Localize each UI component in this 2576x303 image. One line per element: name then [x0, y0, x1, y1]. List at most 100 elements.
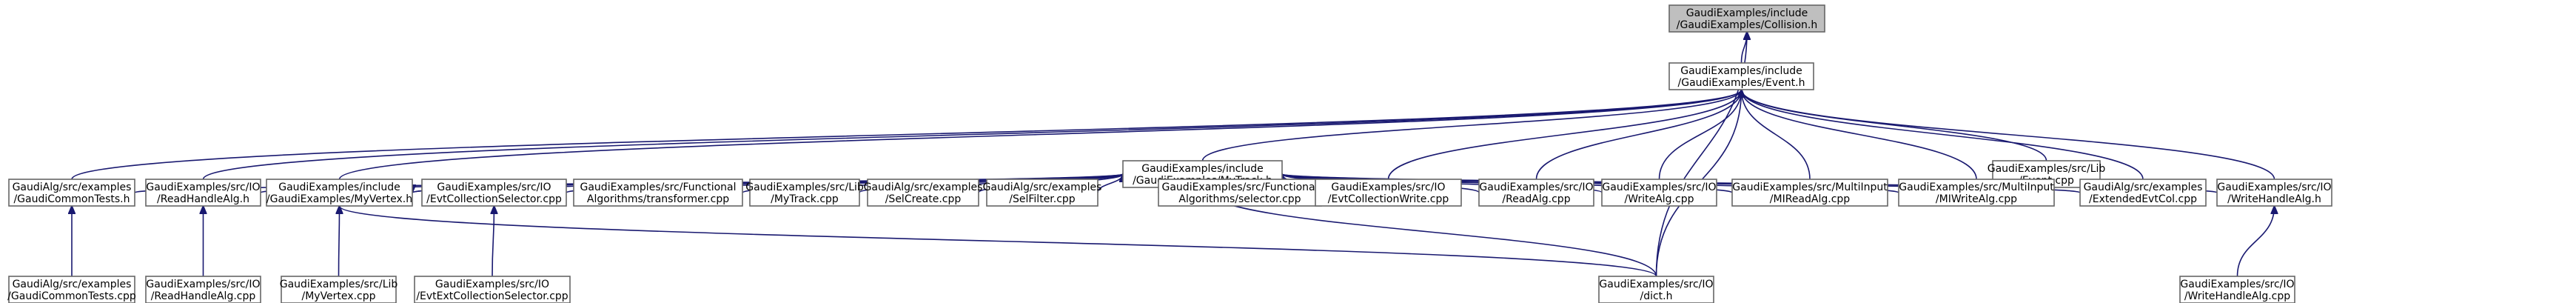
- node-mytrack_cpp[interactable]: GaudiExamples/src/Lib/MyTrack.cpp: [745, 179, 864, 207]
- node-label-event-line-0: GaudiExamples/include: [1680, 65, 1802, 77]
- node-label-mytrack_cpp-line-1: /MyTrack.cpp: [771, 193, 839, 205]
- node-box-selector: [1158, 179, 1322, 207]
- node-whalg_cpp[interactable]: GaudiExamples/src/IO/WriteHandleAlg.cpp: [2179, 276, 2295, 303]
- node-writealg[interactable]: GaudiExamples/src/IO/WriteAlg.cpp: [1601, 179, 1717, 207]
- edge-writealg-to-event: [1658, 90, 1742, 180]
- node-gct_h[interactable]: GaudiAlg/src/examples/GaudiCommonTests.h: [8, 179, 135, 207]
- node-label-selcreate-line-1: /SelCreate.cpp: [885, 193, 962, 205]
- node-box-gct_cpp: [8, 276, 135, 303]
- node-label-evtcolsel_h-line-0: GaudiExamples/src/IO: [437, 182, 551, 193]
- node-label-whalg_h-line-0: GaudiExamples/src/IO: [2217, 182, 2331, 193]
- node-box-selcreate: [867, 179, 979, 207]
- node-box-transformer: [573, 179, 743, 207]
- edge-selfilter-to-mytrack_h: [1097, 174, 1123, 193]
- node-label-transformer-line-0: GaudiExamples/src/Functional: [580, 182, 737, 193]
- node-label-transformer-line-1: Algorithms/transformer.cpp: [587, 193, 729, 205]
- edge-extevtcol-to-event: [1742, 90, 2144, 180]
- edge-readalg-to-event: [1535, 90, 1742, 180]
- node-label-rhalg_h-line-1: /ReadHandleAlg.h: [157, 193, 249, 205]
- node-label-gct_h-line-0: GaudiAlg/src/examples: [13, 182, 132, 193]
- edge-rhalg_h-to-event: [202, 90, 1742, 180]
- node-box-mytrack_cpp: [749, 179, 860, 207]
- node-mireadalg[interactable]: GaudiExamples/src/MultiInput/MIReadAlg.c…: [1731, 179, 1888, 207]
- node-readalg[interactable]: GaudiExamples/src/IO/ReadAlg.cpp: [1478, 179, 1594, 207]
- node-box-dict_h: [1598, 276, 1714, 303]
- node-collision[interactable]: GaudiExamples/include/GaudiExamples/Coll…: [1668, 4, 1825, 33]
- node-box-miwritealg: [1898, 179, 2055, 207]
- node-label-evtcolwrite-line-0: GaudiExamples/src/IO: [1331, 182, 1445, 193]
- node-whalg_h[interactable]: GaudiExamples/src/IO/WriteHandleAlg.h: [2216, 179, 2332, 207]
- node-label-myvertex_cpp-line-0: GaudiExamples/src/Lib: [280, 279, 398, 290]
- node-box-writealg: [1601, 179, 1717, 207]
- node-label-collision-line-0: GaudiExamples/include: [1686, 7, 1808, 19]
- edge-event_cpp-to-event: [1742, 90, 2047, 162]
- node-myvertex_cpp[interactable]: GaudiExamples/src/Lib/MyVertex.cpp: [280, 276, 398, 303]
- node-extevtcol[interactable]: GaudiAlg/src/examples/ExtendedEvtCol.cpp: [2079, 179, 2207, 207]
- node-box-whalg_h: [2216, 179, 2332, 207]
- node-label-whalg_h-line-1: /WriteHandleAlg.h: [2227, 193, 2321, 205]
- node-rhalg_h[interactable]: GaudiExamples/src/IO/ReadHandleAlg.h: [145, 179, 261, 207]
- node-selector[interactable]: GaudiExamples/src/FunctionalAlgorithms/s…: [1158, 179, 1322, 207]
- node-event[interactable]: GaudiExamples/include/GaudiExamples/Even…: [1668, 62, 1814, 90]
- node-myvertex_h[interactable]: GaudiExamples/include/GaudiExamples/MyVe…: [266, 179, 413, 207]
- node-label-myvertex_cpp-line-1: /MyVertex.cpp: [301, 290, 375, 302]
- node-label-selector-line-1: Algorithms/selector.cpp: [1178, 193, 1301, 205]
- edge-myvertex_cpp-to-myvertex_h: [339, 206, 340, 277]
- node-box-evtcolsel_h: [421, 179, 567, 207]
- node-evtcolwrite[interactable]: GaudiExamples/src/IO/EvtCollectionWrite.…: [1315, 179, 1462, 207]
- node-label-rhalg_h-line-0: GaudiExamples/src/IO: [146, 182, 260, 193]
- node-label-selector-line-0: GaudiExamples/src/Functional: [1162, 182, 1318, 193]
- edge-mireadalg-to-event: [1742, 90, 1811, 180]
- node-selfilter[interactable]: GaudiAlg/src/examples/SelFilter.cpp: [983, 179, 1102, 207]
- node-box-whalg_cpp: [2179, 276, 2295, 303]
- node-transformer[interactable]: GaudiExamples/src/FunctionalAlgorithms/t…: [573, 179, 743, 207]
- node-label-miwritealg-line-0: GaudiExamples/src/MultiInput: [1899, 182, 2054, 193]
- node-box-event: [1668, 62, 1814, 90]
- node-label-readalg-line-1: /ReadAlg.cpp: [1502, 193, 1570, 205]
- node-label-evtextcolsel-line-0: GaudiExamples/src/IO: [435, 279, 549, 290]
- node-label-dict_h-line-0: GaudiExamples/src/IO: [1599, 279, 1713, 290]
- node-evtextcolsel[interactable]: GaudiExamples/src/IO/EvtExtCollectionSel…: [414, 276, 571, 303]
- node-label-extevtcol-line-0: GaudiAlg/src/examples: [2084, 182, 2203, 193]
- node-box-mireadalg: [1731, 179, 1888, 207]
- edge-myvertex_h-to-event: [338, 90, 1742, 180]
- node-label-writealg-line-0: GaudiExamples/src/IO: [1602, 182, 1716, 193]
- node-evtcolsel_h[interactable]: GaudiExamples/src/IO/EvtCollectionSelect…: [421, 179, 567, 207]
- node-box-readalg: [1478, 179, 1594, 207]
- node-selcreate[interactable]: GaudiAlg/src/examples/SelCreate.cpp: [864, 179, 983, 207]
- node-label-extevtcol-line-1: /ExtendedEvtCol.cpp: [2089, 193, 2197, 205]
- node-gct_cpp[interactable]: GaudiAlg/src/examples/GaudiCommonTests.c…: [7, 276, 136, 303]
- edge-whalg_cpp-to-whalg_h: [2236, 206, 2275, 277]
- node-box-selfilter: [986, 179, 1099, 207]
- edge-mytrack_h-to-event: [1201, 90, 1742, 162]
- node-label-myvertex_h-line-0: GaudiExamples/include: [278, 182, 400, 193]
- node-label-rhalg_cpp-line-0: GaudiExamples/src/IO: [146, 279, 260, 290]
- edge-miwritealg-to-event: [1742, 90, 1977, 180]
- node-box-extevtcol: [2079, 179, 2207, 207]
- node-label-mytrack_cpp-line-0: GaudiExamples/src/Lib: [745, 182, 864, 193]
- node-label-gct_h-line-1: /GaudiCommonTests.h: [13, 193, 130, 205]
- node-label-selfilter-line-0: GaudiAlg/src/examples: [983, 182, 1102, 193]
- node-label-evtcolwrite-line-1: /EvtCollectionWrite.cpp: [1328, 193, 1449, 205]
- node-box-collision: [1668, 4, 1825, 33]
- edges-layer: [71, 32, 2275, 277]
- edge-evtextcolsel-to-evtcolsel_h: [492, 206, 494, 277]
- node-label-gct_cpp-line-1: /GaudiCommonTests.cpp: [7, 290, 136, 302]
- node-dict_h[interactable]: GaudiExamples/src/IO/dict.h: [1598, 276, 1714, 303]
- node-label-event_cpp-line-0: GaudiExamples/src/Lib: [1988, 163, 2106, 175]
- node-rhalg_cpp[interactable]: GaudiExamples/src/IO/ReadHandleAlg.cpp: [145, 276, 261, 303]
- node-box-evtcolwrite: [1315, 179, 1462, 207]
- node-box-myvertex_h: [266, 179, 413, 207]
- node-label-evtextcolsel-line-1: /EvtExtCollectionSelector.cpp: [416, 290, 568, 302]
- node-label-myvertex_h-line-1: /GaudiExamples/MyVertex.h: [266, 193, 412, 205]
- node-label-whalg_cpp-line-0: GaudiExamples/src/IO: [2180, 279, 2294, 290]
- node-label-mireadalg-line-1: /MIReadAlg.cpp: [1770, 193, 1850, 205]
- node-label-dict_h-line-1: /dict.h: [1640, 290, 1672, 302]
- node-label-collision-line-1: /GaudiExamples/Collision.h: [1677, 19, 1818, 31]
- node-label-event-line-1: /GaudiExamples/Event.h: [1678, 77, 1805, 89]
- edge-gct_h-to-event: [71, 90, 1742, 180]
- nodes-layer: GaudiExamples/include/GaudiExamples/Coll…: [7, 4, 2332, 303]
- node-box-rhalg_cpp: [145, 276, 261, 303]
- node-miwritealg[interactable]: GaudiExamples/src/MultiInput/MIWriteAlg.…: [1898, 179, 2055, 207]
